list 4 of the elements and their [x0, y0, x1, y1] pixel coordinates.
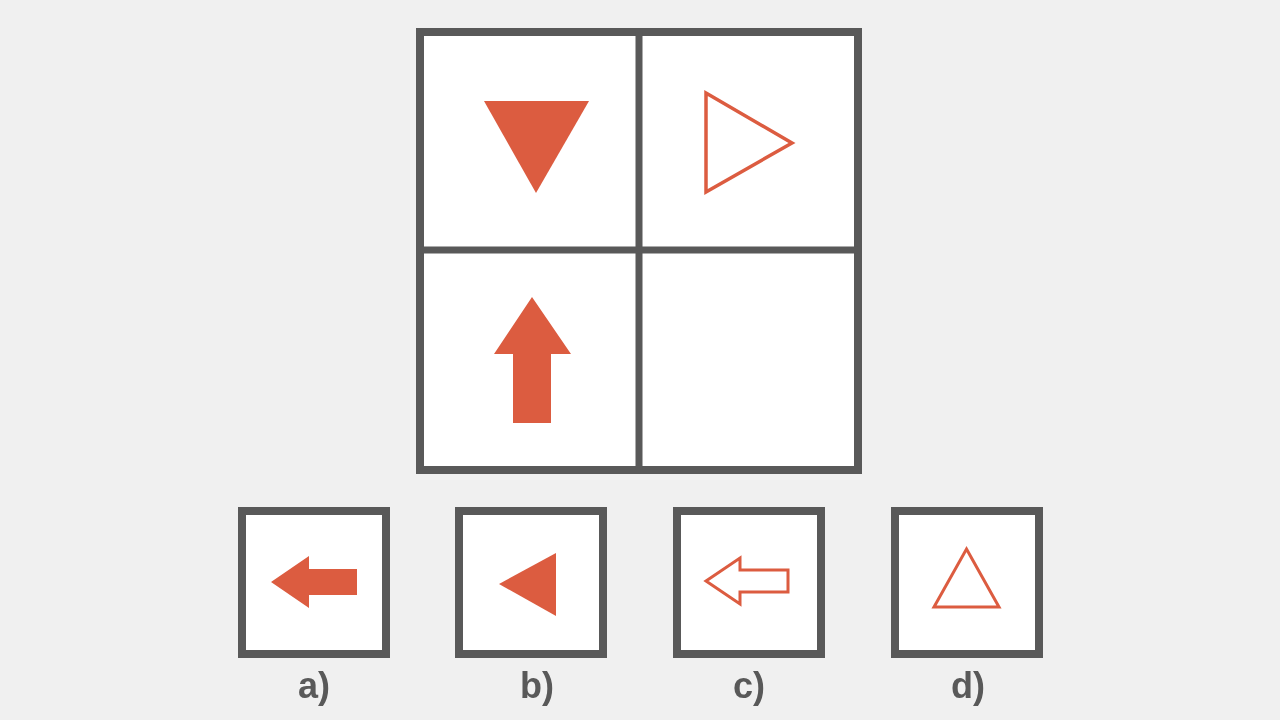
option-label: b) — [519, 666, 555, 706]
option-label: d) — [950, 666, 986, 706]
option-label: a) — [297, 666, 331, 706]
option-label: c) — [732, 666, 766, 706]
